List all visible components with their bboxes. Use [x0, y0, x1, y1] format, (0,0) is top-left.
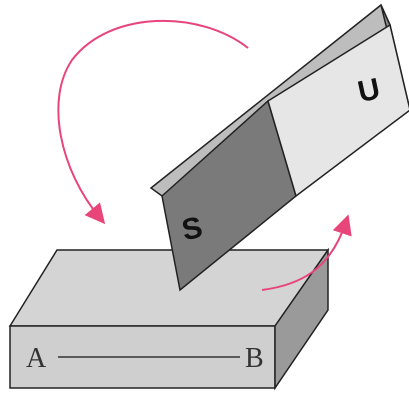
bar-magnet: S U — [149, 3, 409, 292]
return-arrow — [261, 214, 352, 291]
bar-label-b: B — [245, 343, 264, 374]
stroke-direction-arrow — [57, 19, 249, 225]
bar-side-face — [274, 247, 329, 391]
bar-label-a: A — [26, 343, 47, 374]
bar-top-face — [8, 249, 330, 327]
iron-bar: A B — [8, 247, 330, 391]
magnet-pole-light-face — [267, 23, 409, 198]
